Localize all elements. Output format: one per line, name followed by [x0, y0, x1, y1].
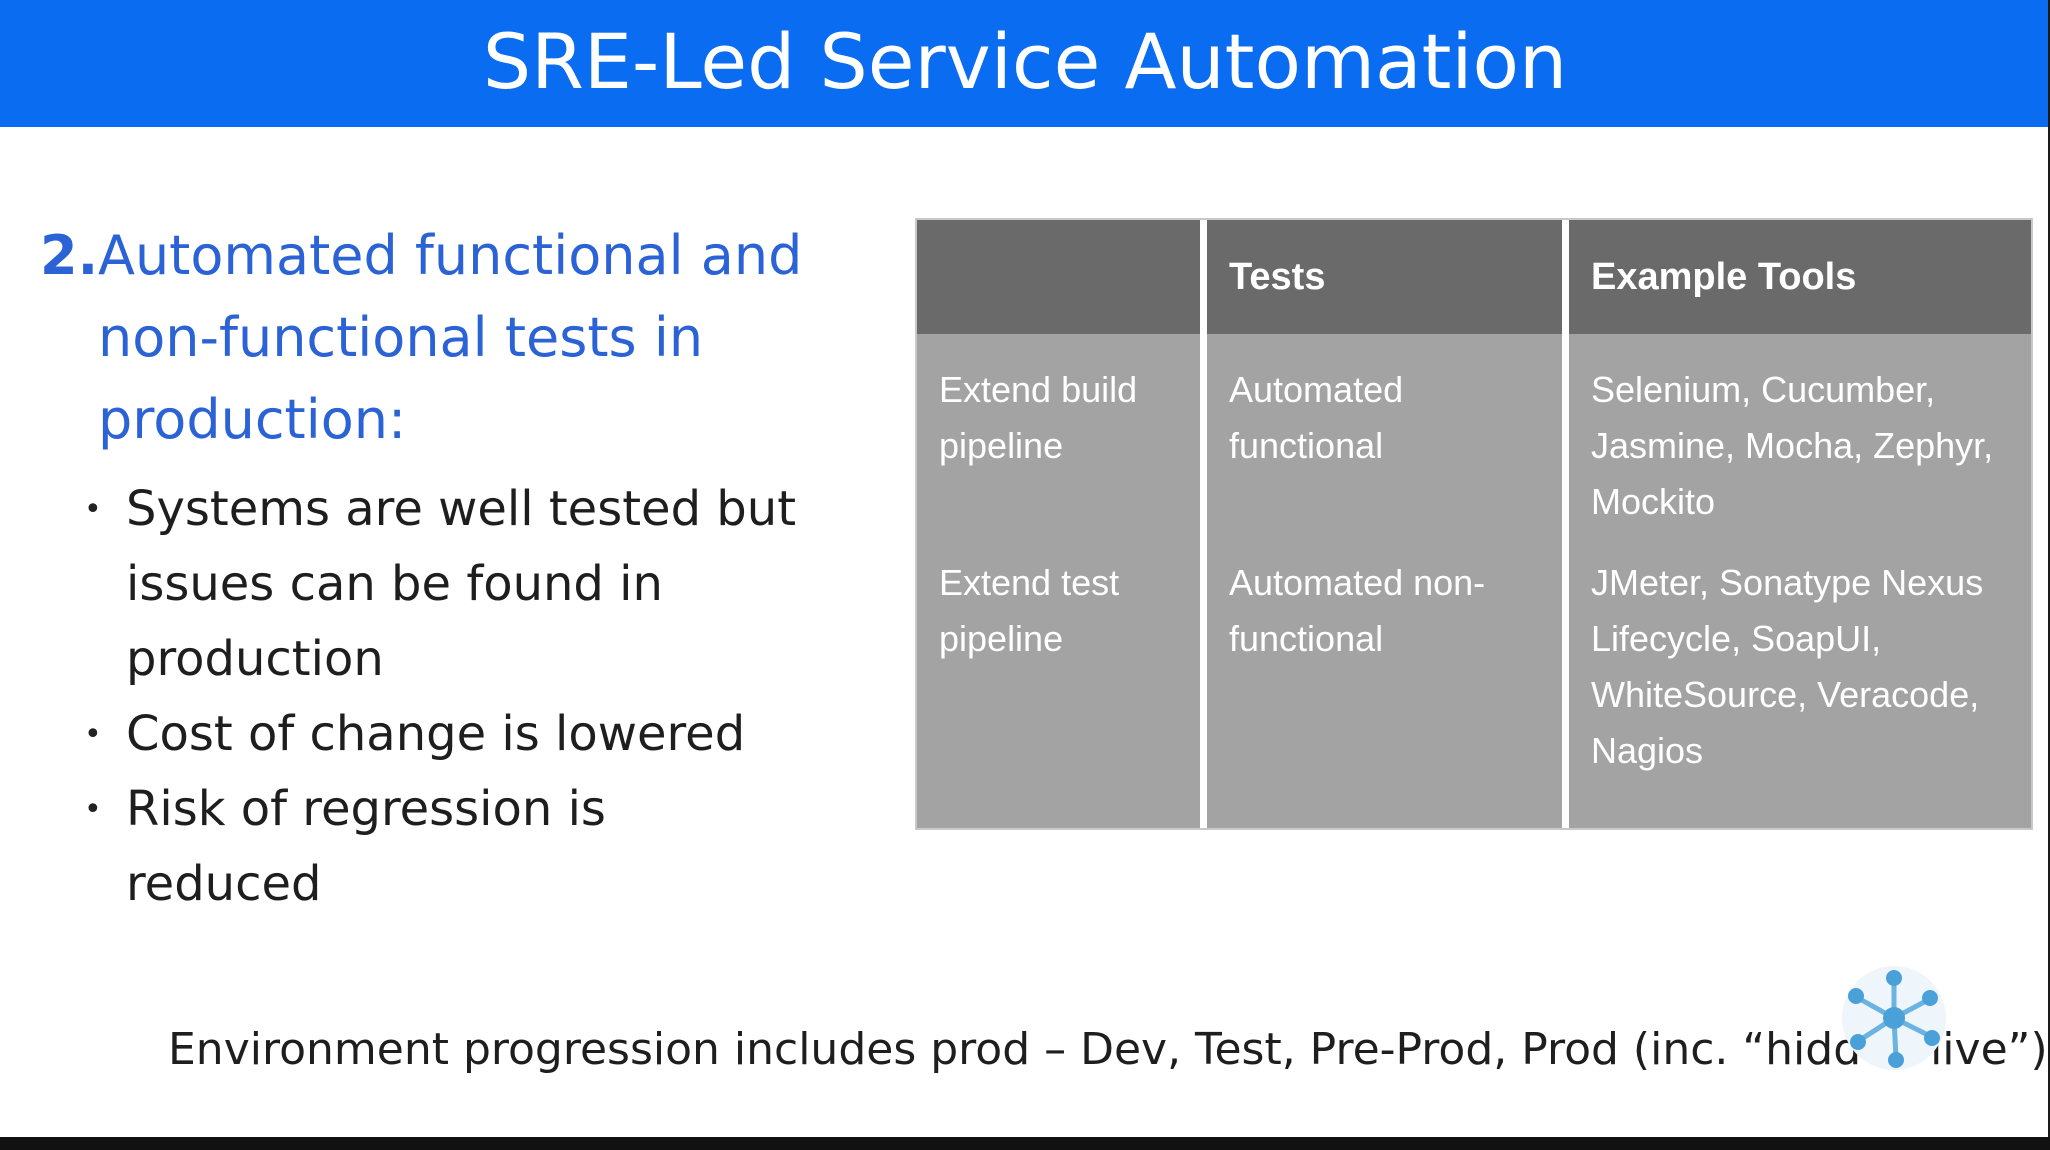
bullet-list: Systems are well tested but issues can b…: [78, 472, 798, 922]
section-heading-text: Automated functional and non-functional …: [98, 224, 803, 451]
right-edge-border: [2048, 0, 2050, 1150]
bottom-edge-bar: [0, 1137, 2050, 1150]
table-header-tests: Tests: [1200, 220, 1562, 334]
table-row: Extend test pipeline Automated non-funct…: [917, 555, 2031, 828]
tools-table: Tests Example Tools Extend build pipelin…: [915, 218, 2033, 830]
table-cell-tests: Automated non-functional: [1200, 555, 1562, 828]
table-row: Extend build pipeline Automated function…: [917, 334, 2031, 556]
table-header-example-tools: Example Tools: [1562, 220, 2031, 334]
bullet-item: Cost of change is lowered: [78, 697, 798, 772]
slide-title: SRE-Led Service Automation: [482, 17, 1568, 106]
table-cell-tests: Automated functional: [1200, 334, 1562, 556]
table-header-row: Tests Example Tools: [917, 220, 2031, 334]
bullet-item: Risk of regression is reduced: [78, 772, 798, 922]
footer-note: Environment progression includes prod – …: [168, 1024, 2048, 1075]
molecule-logo-icon: [1842, 966, 1946, 1070]
table-cell-tools: JMeter, Sonatype Nexus Lifecycle, SoapUI…: [1562, 555, 2031, 828]
table-cell-pipeline: Extend build pipeline: [917, 334, 1200, 556]
table-cell-pipeline: Extend test pipeline: [917, 555, 1200, 828]
table-cell-tools: Selenium, Cucumber, Jasmine, Mocha, Zeph…: [1562, 334, 2031, 556]
table-header-empty: [917, 220, 1200, 334]
section-heading: 2. Automated functional and non-function…: [40, 215, 880, 461]
bullet-item: Systems are well tested but issues can b…: [78, 472, 798, 697]
section-number: 2.: [40, 224, 99, 287]
title-bar: SRE-Led Service Automation: [0, 0, 2050, 127]
